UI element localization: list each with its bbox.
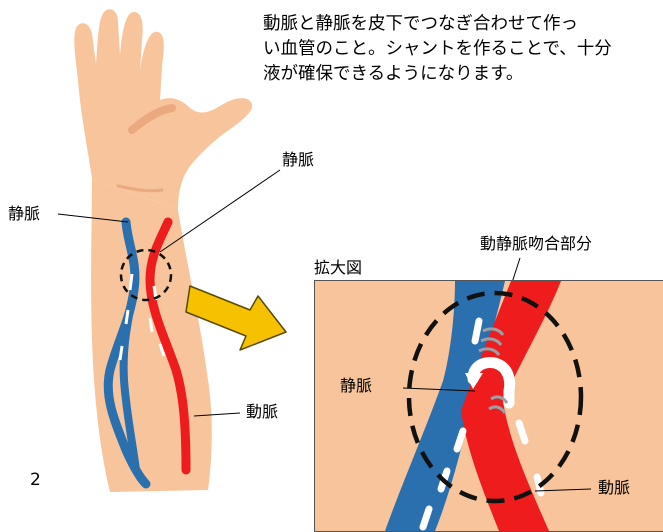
description-line-3: 液が確保できるようになります。 (263, 62, 663, 87)
label-vein-enlarged: 静脈 (340, 376, 372, 396)
label-artery-left: 動脈 (246, 402, 278, 422)
label-vein-top: 静脈 (282, 150, 314, 170)
description-text: 動脈と静脈を皮下でつなぎ合わせて作っ い血管のこと。シャントを作ることで、十分 … (263, 12, 663, 87)
forearm-shape (91, 178, 212, 492)
description-line-2: い血管のこと。シャントを作ることで、十分 (263, 37, 663, 62)
label-enlarged-title: 拡大図 (314, 258, 362, 278)
label-artery-enlarged: 動脈 (598, 478, 630, 498)
page-number: 2 (30, 470, 41, 491)
description-line-1: 動脈と静脈を皮下でつなぎ合わせて作っ (263, 12, 663, 37)
label-anastomosis: 動静脈吻合部分 (480, 234, 592, 254)
label-vein-left: 静脈 (8, 204, 40, 224)
